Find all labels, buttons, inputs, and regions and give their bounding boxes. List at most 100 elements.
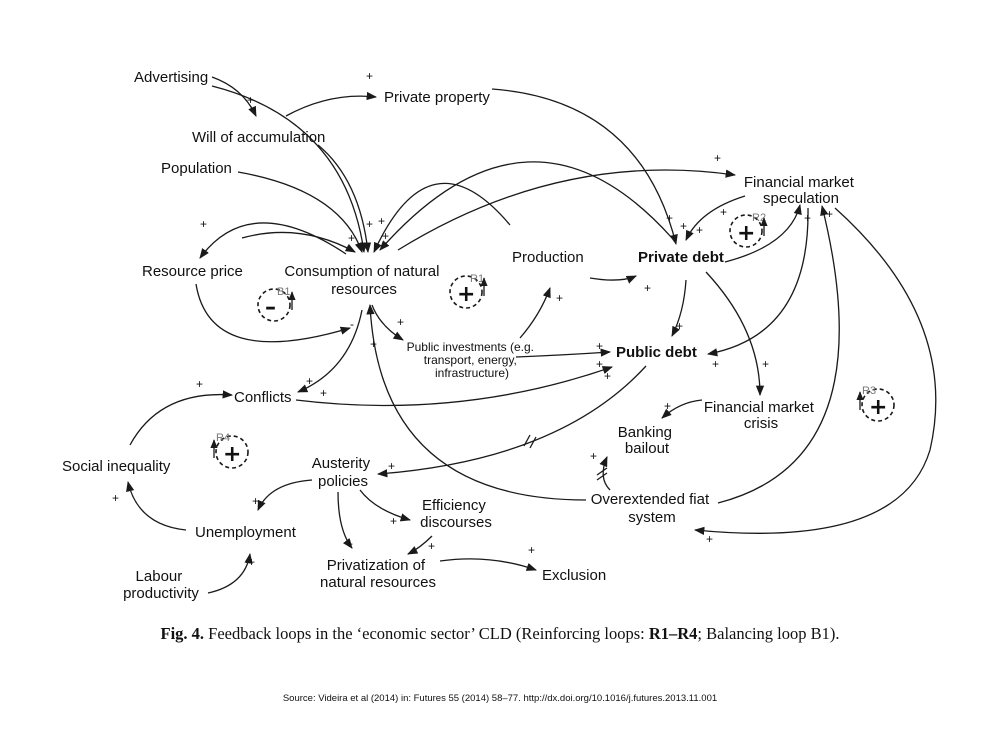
sign-plus: + xyxy=(397,315,404,329)
sign-plus: + xyxy=(590,449,597,463)
node-private-debt: Private debt xyxy=(638,249,724,266)
edge-austerity-to-unemployment xyxy=(257,479,313,511)
sign-plus: + xyxy=(388,459,395,473)
edge-private-debt-to-consumption xyxy=(379,161,673,251)
loop-r1: R1 + xyxy=(449,273,488,309)
loop-ring xyxy=(215,435,249,469)
loop-r4: R4 + xyxy=(210,432,249,469)
node-consumption-of-natural-resources: Consumption of natural resources xyxy=(284,263,443,298)
sign-plus: + xyxy=(366,69,373,83)
sign-plus: + xyxy=(306,374,313,388)
edge-resource-price-to-consumption-lower xyxy=(195,283,351,343)
edge-unemployment-to-social-inequality xyxy=(126,480,187,531)
loop-ring xyxy=(861,388,895,422)
node-private-property: Private property xyxy=(384,89,490,106)
edge-consumption-to-conflicts xyxy=(297,309,363,393)
edge-public-debt-to-austerity xyxy=(376,365,647,478)
loop-ring xyxy=(257,288,291,322)
loop-r3: R3 + xyxy=(856,385,895,422)
sign-minus: - xyxy=(350,317,354,331)
node-resource-price: Resource price xyxy=(142,263,243,280)
causal-loop-diagram: + + + + + + + + + + + + + + + + + + + + … xyxy=(62,69,937,602)
node-exclusion: Exclusion xyxy=(542,567,606,584)
edge-overextended-to-financial-spec xyxy=(717,204,840,504)
sign-plus: + xyxy=(348,231,355,245)
edge-private-property-to-private-debt xyxy=(491,88,678,246)
sign-plus: + xyxy=(528,543,535,557)
loop-sign: + xyxy=(457,282,475,307)
sign-plus: + xyxy=(247,93,254,107)
loop-sign: + xyxy=(223,442,241,467)
sign-plus: + xyxy=(428,539,435,553)
edge-social-inequality-to-conflicts xyxy=(129,390,234,446)
sign-plus: + xyxy=(378,214,385,228)
sign-plus: + xyxy=(390,514,397,528)
sign-plus: + xyxy=(714,151,721,165)
sign-plus: + xyxy=(596,357,603,371)
caption-text-before: Feedback loops in the ‘economic sector’ … xyxy=(204,624,649,643)
figure-caption: Fig. 4. Feedback loops in the ‘economic … xyxy=(0,624,1000,644)
loop-ring xyxy=(729,214,763,248)
node-privatization-of-natural-resources: Privatization of natural resources xyxy=(320,557,436,591)
sign-plus: + xyxy=(382,229,389,243)
node-unemployment: Unemployment xyxy=(195,524,297,541)
edge-financial-spec-to-overextended xyxy=(693,207,937,536)
sign-plus: + xyxy=(826,207,833,221)
edge-population-to-consumption xyxy=(237,171,363,253)
delay-mark-austerity xyxy=(523,434,531,447)
sign-plus: + xyxy=(366,217,373,231)
polarity-signs: + + + + + + + + + + + + + + + + + + + + … xyxy=(112,69,833,569)
edge-financial-spec-to-public-debt xyxy=(706,207,809,357)
edge-will-to-consumption xyxy=(317,144,372,254)
edge-production-to-private-debt xyxy=(589,275,637,284)
sign-plus: + xyxy=(370,337,377,351)
node-austerity-policies: Austerity policies xyxy=(312,455,375,490)
sign-plus: + xyxy=(644,281,651,295)
delay-marks xyxy=(523,434,608,481)
edge-privatization-to-exclusion xyxy=(439,558,537,571)
loop-id: R4 xyxy=(216,432,230,444)
nodes: Advertising Private property Will of acc… xyxy=(62,69,858,602)
sign-plus: + xyxy=(804,211,811,225)
edge-advertising-to-will xyxy=(211,76,257,117)
sign-plus: + xyxy=(720,205,727,219)
node-efficiency-discourses: Efficiency discourses xyxy=(420,497,492,531)
loop-r2: R2 + xyxy=(729,212,768,248)
sign-plus: + xyxy=(696,223,703,237)
edge-austerity-to-privatization xyxy=(337,491,353,549)
sign-plus: + xyxy=(676,319,683,333)
loop-sign: + xyxy=(737,221,755,246)
node-financial-market-speculation: Financial market speculation xyxy=(744,174,858,207)
node-population: Population xyxy=(161,160,232,177)
sign-plus: + xyxy=(664,399,671,413)
edge-private-debt-to-financial-spec xyxy=(724,203,802,263)
source-citation: Source: Videira et al (2014) in: Futures… xyxy=(282,693,718,704)
figure-label: Fig. 4. xyxy=(160,624,205,643)
loop-sign: – xyxy=(265,295,276,320)
edge-austerity-to-efficiency xyxy=(359,489,411,522)
sign-plus: + xyxy=(706,532,713,546)
loop-b1: B1 – xyxy=(257,286,296,322)
edge-consumption-to-resource-price xyxy=(199,222,347,259)
node-banking-bailout: Banking bailout xyxy=(618,424,676,457)
sign-plus: + xyxy=(320,386,327,400)
edge-public-investments-to-public-debt xyxy=(515,348,612,358)
node-labour-productivity: Labour productivity xyxy=(123,568,199,602)
node-public-debt: Public debt xyxy=(616,344,697,361)
sign-plus: + xyxy=(112,491,119,505)
sign-plus: + xyxy=(680,219,687,233)
sign-plus: + xyxy=(252,494,259,508)
loop-sign: + xyxy=(869,395,887,420)
node-will-of-accumulation: Will of accumulation xyxy=(192,129,325,146)
edge-efficiency-to-privatization xyxy=(407,535,433,555)
edge-public-investments-to-production xyxy=(519,287,551,339)
edge-advertising-to-consumption xyxy=(211,85,367,254)
sign-plus: + xyxy=(762,357,769,371)
sign-plus: + xyxy=(604,369,611,383)
edge-private-debt-to-public-debt xyxy=(671,279,687,337)
delay-mark-bailout xyxy=(596,467,608,476)
edges xyxy=(126,76,937,594)
sign-plus: + xyxy=(196,377,203,391)
node-overextended-fiat-system: Overextended fiat system xyxy=(591,491,714,526)
